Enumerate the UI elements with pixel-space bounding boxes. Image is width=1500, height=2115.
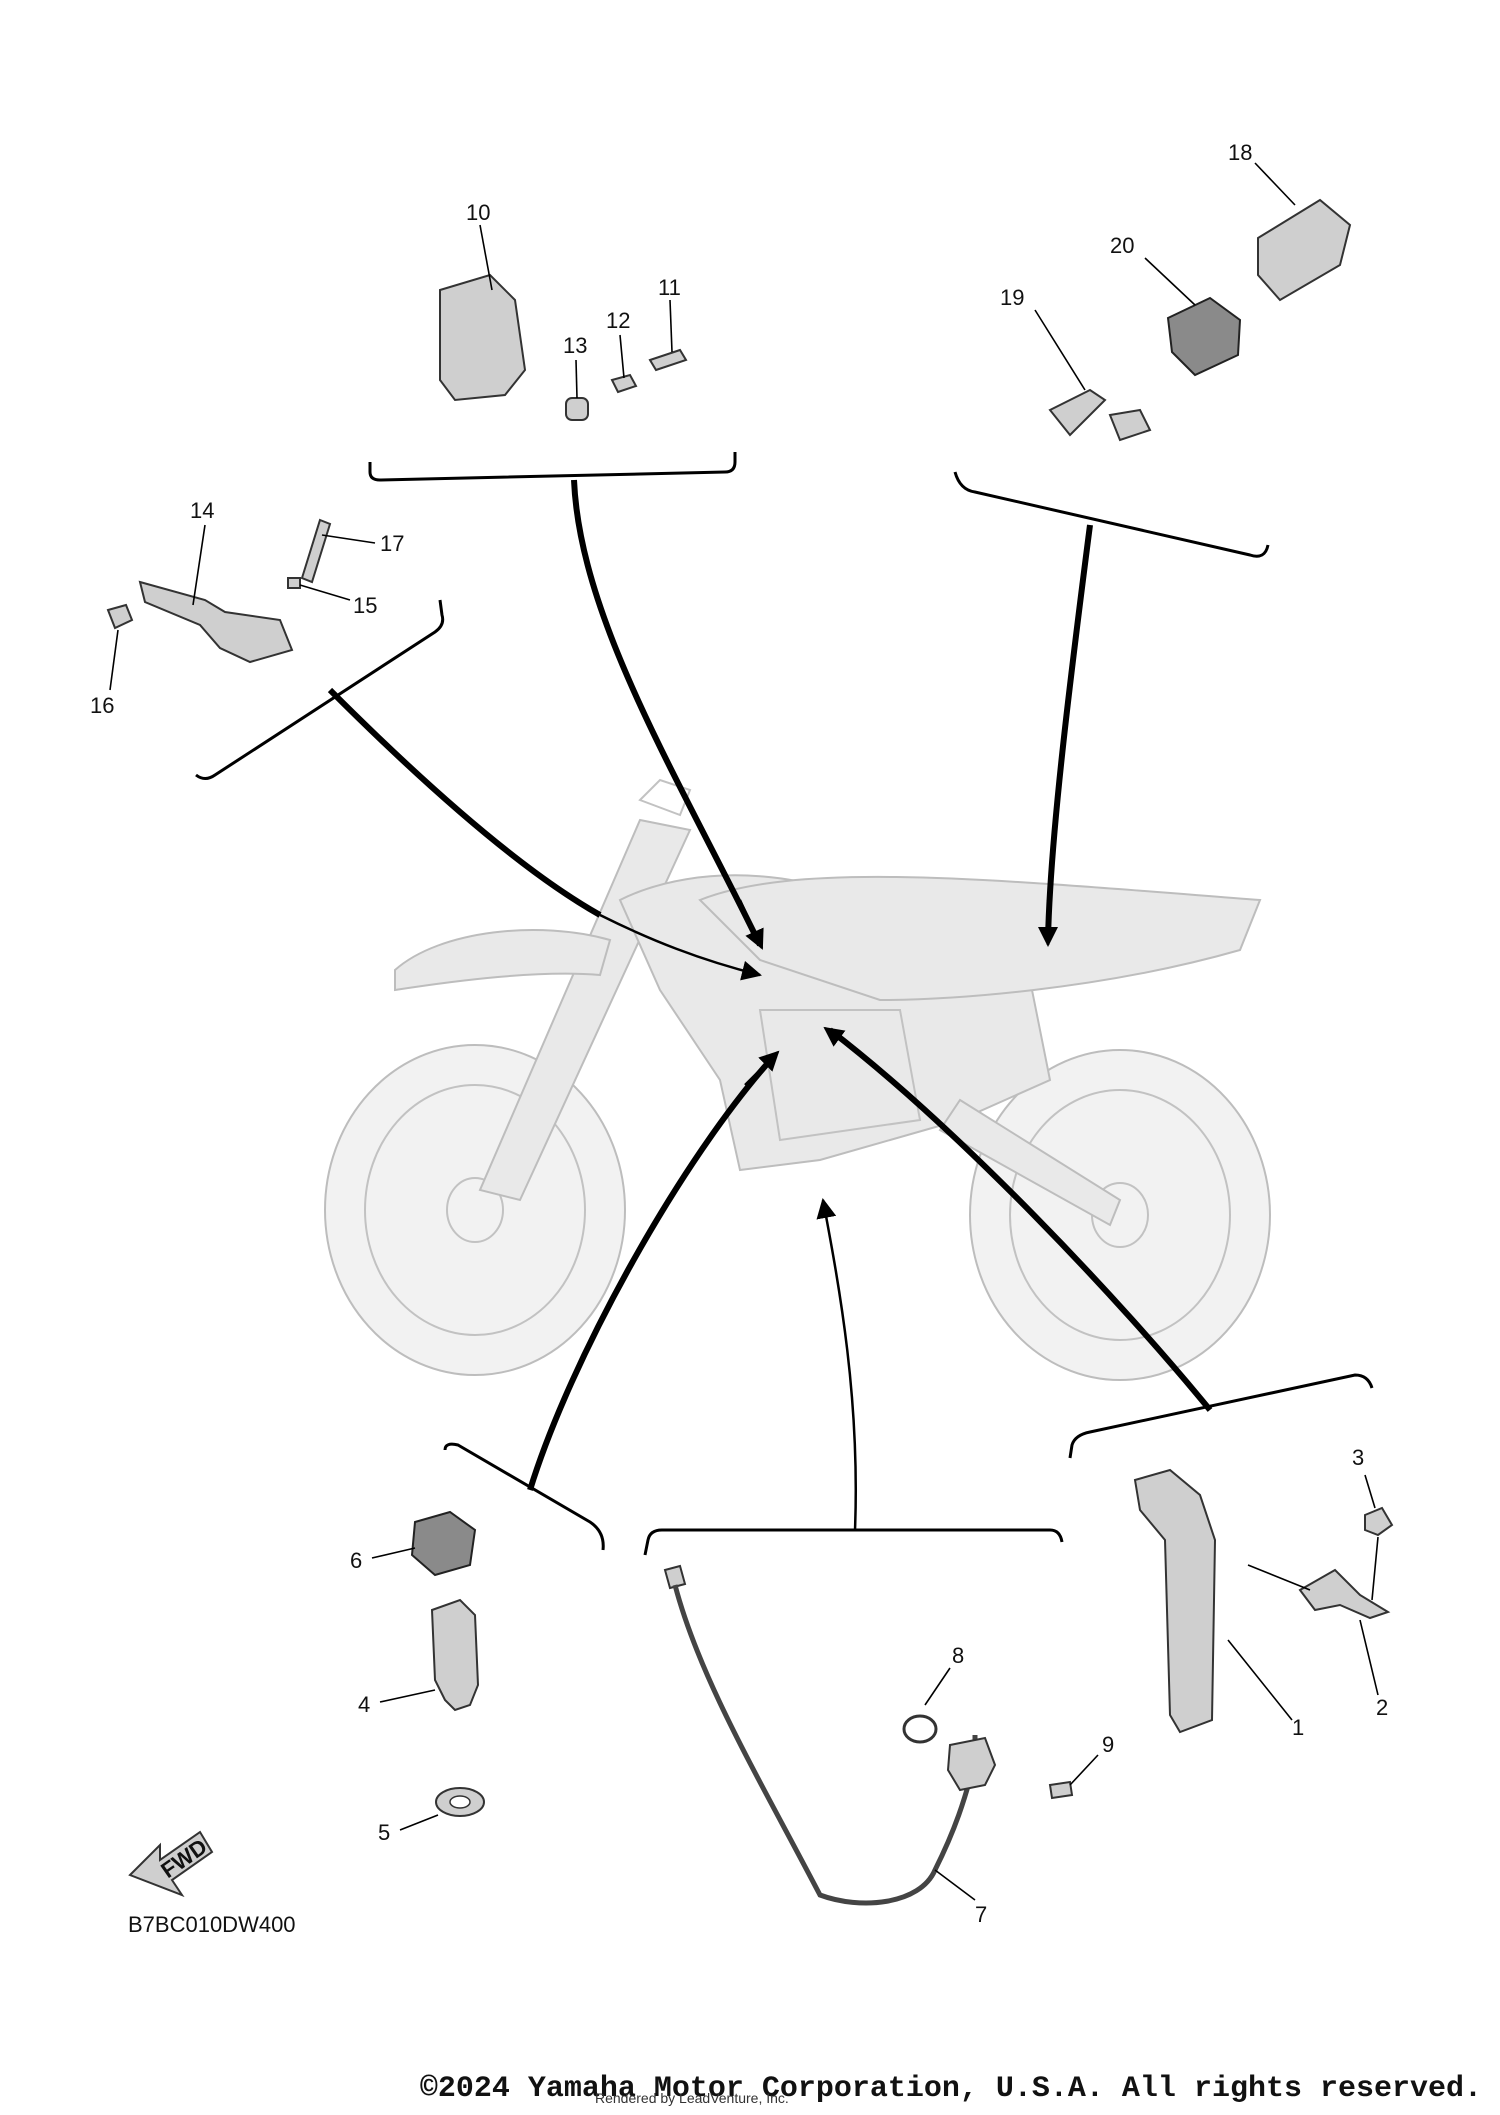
part-4-sensor[interactable] [379,1598,480,1712]
callout-14: 14 [190,498,214,523]
callout-5: 5 [378,1820,390,1845]
bracket-group-starter [195,599,762,981]
part-9-sensor-body[interactable] [946,1736,1099,1800]
part-20-relay[interactable] [1144,257,1242,377]
bracket-group-harness [643,1198,1064,1556]
diagram-code: B7BC010DW400 [128,1912,296,1937]
part-7-wire-harness[interactable] [663,1564,978,1906]
callout-17: 17 [380,531,404,556]
bracket-group-sensor [443,1050,780,1551]
callout-19: 19 [1000,285,1024,310]
callout-18: 18 [1228,140,1252,165]
swingarm [938,1098,1122,1227]
part-2-guide[interactable] [1247,1564,1391,1696]
part-19-harness-lead[interactable] [1034,309,1152,442]
callout-1: 1 [1292,1715,1304,1740]
bracket-group-ecu [368,452,764,950]
callout-6: 6 [350,1548,362,1573]
part-6-cap[interactable] [371,1510,477,1577]
callout-7: 7 [975,1902,987,1927]
callout-3: 3 [1352,1445,1364,1470]
part-3-nut[interactable] [1364,1474,1394,1601]
seat-tank [698,875,1262,1002]
part-17-bracket[interactable] [300,518,376,584]
rendered-by-credit: Rendered by LeadVenture, Inc. [595,2090,789,2106]
callout-20: 20 [1110,233,1134,258]
callout-8: 8 [952,1643,964,1668]
part-12-bolt[interactable] [610,334,638,394]
callout-16: 16 [90,693,114,718]
part-5-washer[interactable] [399,1787,485,1831]
callout-12: 12 [606,308,630,333]
motorcycle-illustration [324,778,1271,1381]
front-wheel [324,1044,626,1376]
bracket-group-throttle [823,1026,1374,1459]
part-11-bolt[interactable] [648,299,688,372]
callout-2: 2 [1376,1695,1388,1720]
part-16-bolt[interactable] [106,603,134,691]
part-10-ecu[interactable] [439,224,527,402]
copyright-notice: ©2024 Yamaha Motor Corporation, U.S.A. A… [419,2072,1482,2106]
callout-9: 9 [1102,1732,1114,1757]
part-15-clamp[interactable] [287,577,351,601]
callout-13: 13 [563,333,587,358]
part-18-relay-box[interactable] [1254,162,1352,302]
callout-4: 4 [358,1692,370,1717]
callout-15: 15 [353,593,377,618]
fwd-arrow-icon: FWD [128,1830,214,1898]
part-1-throttle-grip[interactable] [1133,1468,1293,1734]
part-8-o-ring[interactable] [902,1667,951,1744]
callout-10: 10 [466,200,490,225]
front-fender [394,929,612,992]
rear-wheel [969,1049,1271,1381]
bracket-group-relays [953,471,1270,947]
callout-11: 11 [658,275,681,300]
part-13-grommet[interactable] [565,359,589,421]
part-14-starter-motor[interactable] [138,524,294,664]
